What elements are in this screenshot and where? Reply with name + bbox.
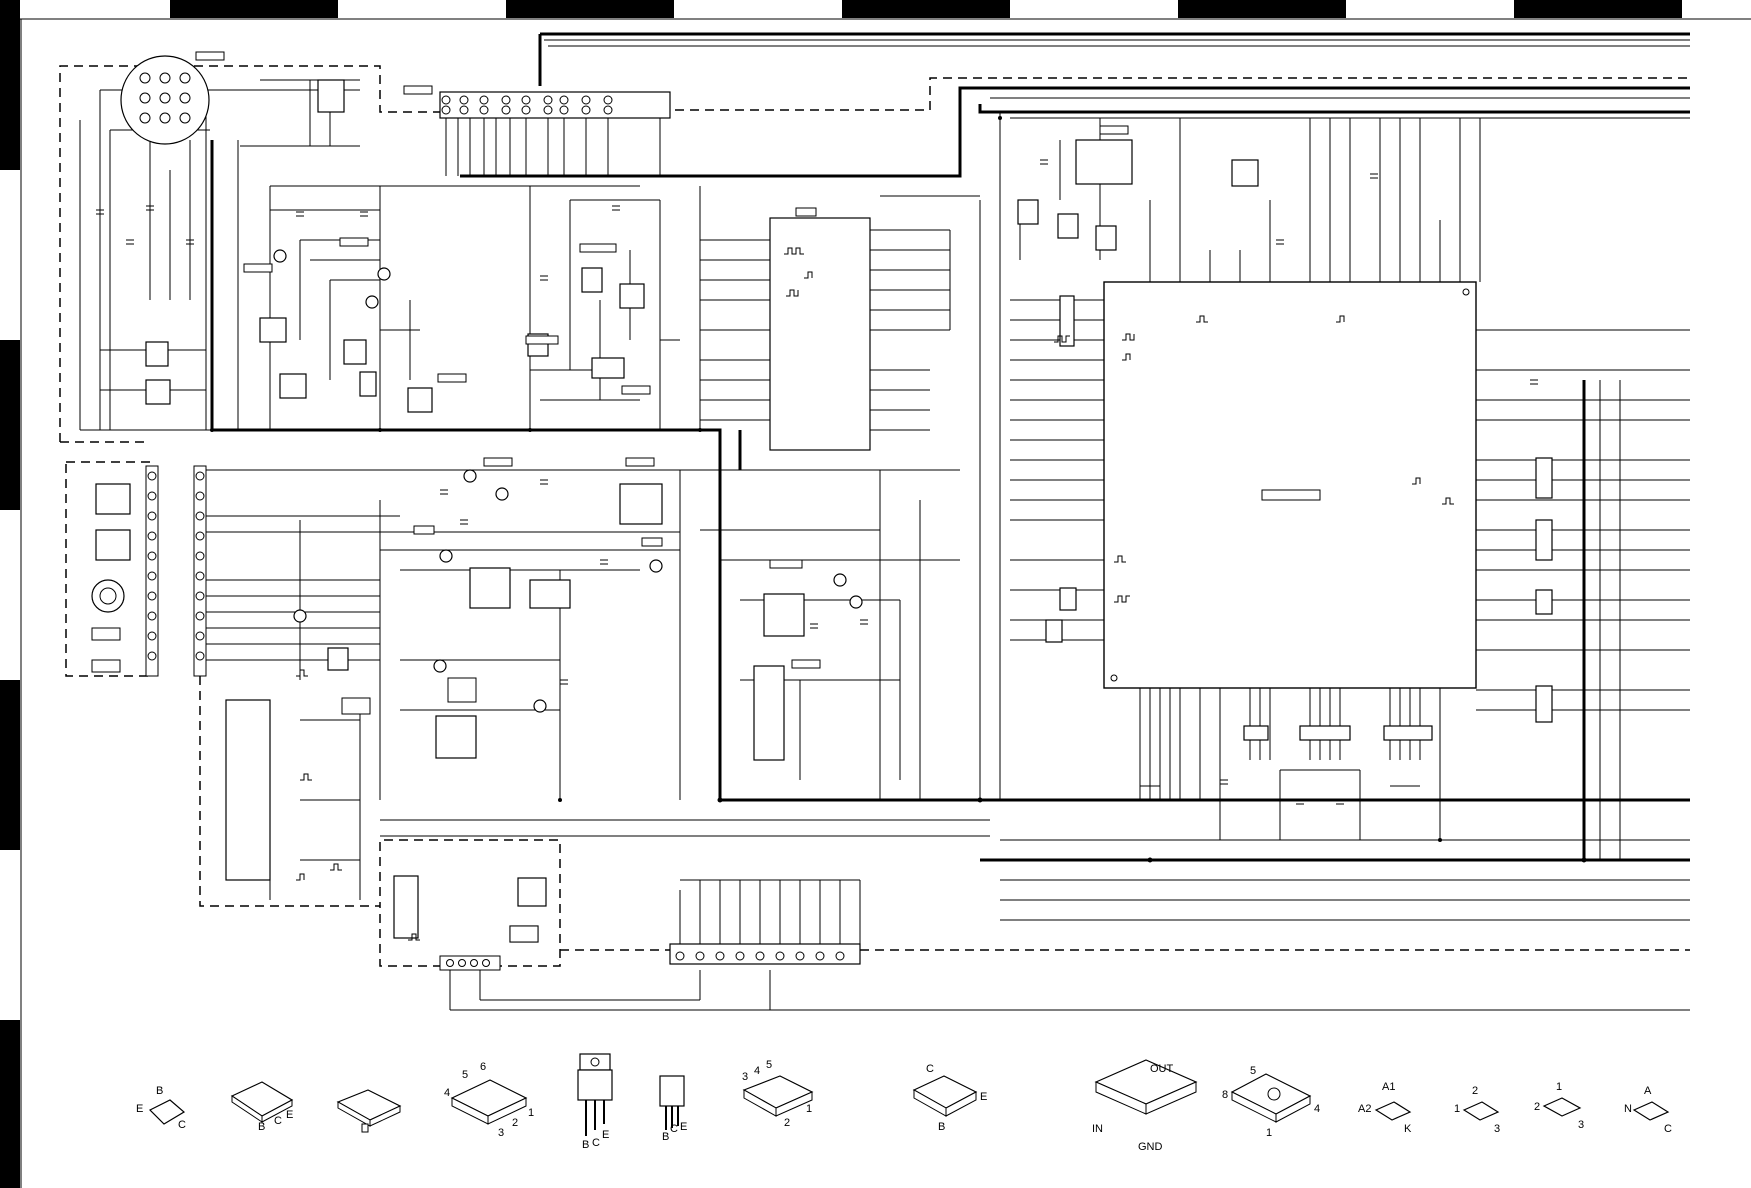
ic-main-controller: [1103, 281, 1477, 689]
package-diode-anc-pin-n: N: [1624, 1103, 1632, 1115]
package-sot6-pin-3: 3: [498, 1127, 504, 1139]
connector-left-vertical-b: [193, 465, 207, 677]
left-zone-ruler: [0, 0, 22, 1188]
package-diode-anc-pin-c: C: [1664, 1123, 1672, 1135]
package-sot23-b-pin-1: 1: [1556, 1081, 1562, 1093]
package-sot6: 5 6 4 2 3 1: [444, 1061, 534, 1139]
package-to92-pin-e: E: [680, 1121, 687, 1133]
connector-bottom-header: [669, 943, 861, 965]
package-sot23-a-pin-3: 3: [1494, 1123, 1500, 1135]
package-sot23-b: 1 2 3: [1534, 1081, 1584, 1131]
package-flat-bce-pin-c: C: [274, 1115, 282, 1127]
ic-left-lower: [225, 699, 271, 881]
package-transistor-ebc-pin-b: B: [156, 1085, 163, 1097]
package-regulator-pin-in: IN: [1092, 1123, 1103, 1135]
junction-dots: [210, 116, 1587, 863]
package-so8-pin-4: 4: [1314, 1103, 1320, 1115]
package-sot5: 3 4 5 2 1: [742, 1059, 814, 1129]
din-connector: [120, 55, 210, 145]
package-diode-dual-pin-k: K: [1404, 1123, 1412, 1135]
ic-decoder: [769, 217, 871, 451]
package-sot23-a-pin-2: 2: [1472, 1085, 1478, 1097]
package-sot23-a: 1 2 3: [1454, 1085, 1500, 1135]
package-diode-anc-pin-a: A: [1644, 1085, 1652, 1097]
package-to220-pin-e: E: [602, 1129, 609, 1141]
ic-mid-lower: [753, 665, 785, 761]
passive-components: [96, 159, 1538, 805]
package-regulator-pin-out: OUT: [1150, 1063, 1174, 1075]
package-sot-cbe-pin-b: B: [938, 1121, 945, 1133]
package-sot23-b-pin-2: 2: [1534, 1101, 1540, 1113]
package-transistor-ebc-pin-c: C: [178, 1119, 186, 1131]
package-diode-dual: A1 A2 K: [1358, 1081, 1412, 1135]
package-to92: B C E: [659, 1075, 687, 1143]
package-sot6-pin-2: 2: [512, 1117, 518, 1129]
package-so8: 5 8 4 1: [1222, 1065, 1320, 1139]
top-zone-ruler: [0, 0, 1751, 20]
signal-wiring: [79, 39, 1690, 1011]
package-diode-dual-pin-a1: A1: [1382, 1081, 1395, 1093]
package-sot23-a-pin-1: 1: [1454, 1103, 1460, 1115]
package-so8-pin-8: 8: [1222, 1089, 1228, 1101]
package-so8-pin-1: 1: [1266, 1127, 1272, 1139]
package-sot6-pin-4: 4: [444, 1087, 450, 1099]
package-diode-dual-pin-a2: A2: [1358, 1103, 1371, 1115]
package-flat-bce-pin-b: B: [258, 1121, 265, 1133]
package-regulator: OUT IN GND: [1092, 1059, 1198, 1153]
package-sot23-b-pin-3: 3: [1578, 1119, 1584, 1131]
package-legend: B E C B C E 5 6 4 2 3: [136, 1053, 1672, 1153]
package-sot5-pin-3: 3: [742, 1071, 748, 1083]
connector-left-vertical-a: [145, 465, 159, 677]
package-flat-bce-pin-e: E: [286, 1109, 293, 1121]
package-sot89: [336, 1089, 402, 1133]
package-sot5-pin-4: 4: [754, 1065, 760, 1077]
package-to220-pin-b: B: [582, 1139, 589, 1151]
motor-symbol: [91, 579, 125, 673]
connector-bottom-small: [439, 955, 501, 971]
waveform-annotations: [296, 247, 1454, 941]
package-sot-cbe-pin-c: C: [926, 1063, 934, 1075]
package-regulator-pin-gnd: GND: [1138, 1141, 1163, 1153]
connector-top-header: [439, 91, 671, 119]
reference-plates: [195, 51, 1129, 943]
package-transistor-ebc: B E C: [136, 1085, 186, 1131]
package-sot6-pin-5: 5: [462, 1069, 468, 1081]
package-so8-pin-5: 5: [1250, 1065, 1256, 1077]
package-sot-cbe: C E B: [912, 1063, 987, 1133]
package-sot6-pin-1: 1: [528, 1107, 534, 1119]
package-to92-pin-b: B: [662, 1131, 669, 1143]
package-to220-pin-c: C: [592, 1137, 600, 1149]
transistor-symbols: [273, 249, 863, 713]
ic-regulator-small: [393, 139, 1133, 939]
component-blocks: [95, 79, 1553, 943]
package-flat-bce: B C E: [230, 1081, 293, 1133]
package-sot5-pin-2: 2: [784, 1117, 790, 1129]
package-to92-pin-c: C: [670, 1123, 678, 1135]
package-sot5-pin-1: 1: [806, 1103, 812, 1115]
package-sot5-pin-5: 5: [766, 1059, 772, 1071]
package-to220: B C E: [577, 1053, 613, 1151]
package-sot6-pin-6: 6: [480, 1061, 486, 1073]
package-sot-cbe-pin-e: E: [980, 1091, 987, 1103]
package-diode-anc: A N C: [1624, 1085, 1672, 1135]
package-transistor-ebc-pin-e: E: [136, 1103, 143, 1115]
